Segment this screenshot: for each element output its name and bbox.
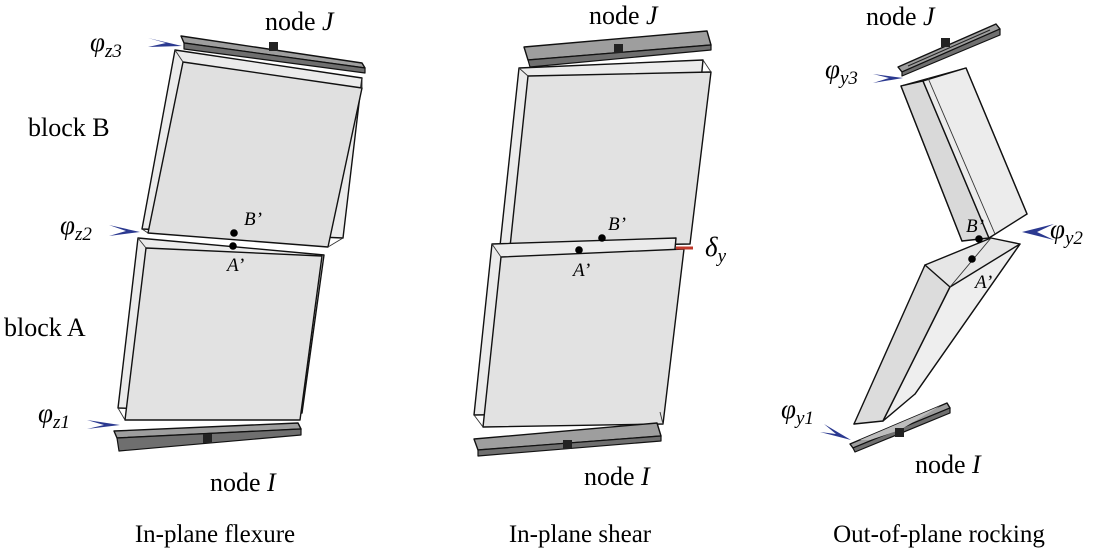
panel-out-of-plane-rocking: node J φy3 B’ A’ φy2 φy1 node I Out-of-p… — [781, 2, 1083, 548]
node-j-marker — [269, 42, 278, 51]
node-i-plate — [473, 422, 662, 457]
label-phi-y3: φy3 — [825, 54, 858, 89]
label-block-a: block A — [4, 313, 86, 342]
node-j-marker — [614, 44, 623, 53]
label-delta-y: δy — [705, 232, 727, 267]
label-node-i: node I — [915, 450, 982, 479]
label-phi-z3: φz3 — [90, 27, 122, 62]
node-j-plate — [180, 35, 366, 74]
block-a — [117, 237, 325, 421]
label-phi-z1: φz1 — [38, 398, 70, 433]
label-block-b: block B — [28, 113, 110, 142]
panel-in-plane-shear: node J B’ A’ δy node I In-plane shear — [473, 1, 727, 548]
label-b-prime: B’ — [966, 216, 984, 237]
arrow-phi-z2 — [109, 225, 140, 236]
node-i-marker — [203, 434, 212, 443]
label-a-prime: A’ — [225, 255, 244, 276]
caption-out-of-plane-rocking: Out-of-plane rocking — [833, 521, 1045, 548]
label-a-prime: A’ — [973, 272, 992, 293]
block-b — [900, 67, 1028, 242]
point-b-prime — [975, 235, 983, 243]
point-a-prime — [575, 246, 583, 254]
label-node-i: node I — [584, 462, 651, 491]
arrow-phi-z1 — [87, 420, 120, 429]
node-j-marker — [941, 38, 950, 47]
block-a — [853, 237, 1021, 425]
label-node-j: node J — [589, 1, 659, 30]
arrow-phi-y3 — [873, 74, 903, 83]
label-a-prime: A’ — [571, 260, 590, 281]
caption-in-plane-shear: In-plane shear — [509, 521, 652, 548]
block-b — [141, 49, 363, 248]
node-i-plate — [849, 402, 951, 453]
arrow-phi-y1 — [820, 424, 851, 440]
node-i-marker — [895, 428, 904, 437]
point-b-prime — [230, 229, 238, 237]
block-b — [499, 59, 712, 248]
label-b-prime: B’ — [608, 214, 626, 235]
block-a — [473, 237, 685, 428]
label-node-i: node I — [210, 468, 277, 497]
point-b-prime — [598, 234, 606, 242]
node-i-marker — [563, 440, 572, 449]
point-a-prime — [229, 242, 237, 250]
node-i-plate — [113, 422, 302, 452]
caption-in-plane-flexure: In-plane flexure — [135, 521, 295, 548]
point-a-prime — [968, 255, 976, 263]
node-j-plate — [897, 23, 1001, 77]
arrow-phi-y2 — [1022, 224, 1054, 240]
label-phi-z2: φz2 — [60, 210, 92, 245]
label-node-j: node J — [265, 7, 335, 36]
label-b-prime: B’ — [244, 209, 262, 230]
label-phi-y2: φy2 — [1050, 214, 1083, 249]
panel-in-plane-flexure: node J block B block A B’ A’ φz3 φz2 φz1… — [4, 7, 366, 548]
node-j-plate — [523, 30, 712, 68]
arrow-phi-z3 — [148, 38, 182, 47]
label-phi-y1: φy1 — [781, 394, 814, 429]
label-node-j: node J — [866, 2, 936, 31]
